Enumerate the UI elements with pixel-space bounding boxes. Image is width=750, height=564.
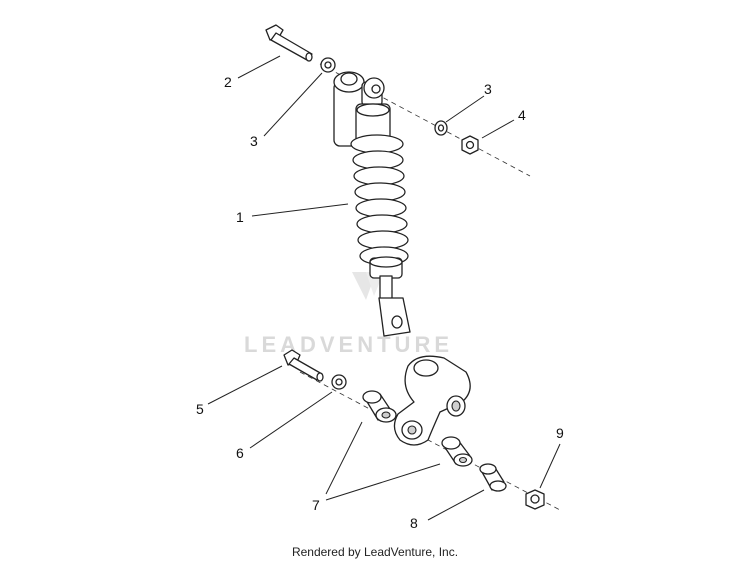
upper-nut (461, 135, 479, 155)
callout-1: 1 (236, 209, 244, 225)
lower-axis-line (299, 371, 561, 511)
lower-washer (331, 374, 347, 390)
callout-7: 7 (312, 497, 320, 513)
spacer (479, 463, 507, 492)
linkage-arm (393, 355, 471, 446)
upper-washer-right (434, 120, 448, 136)
callout-5: 5 (196, 401, 204, 417)
leader-lines (207, 55, 561, 521)
watermark: LEADVENTURE (244, 272, 453, 357)
callouts: 2 3 1 3 4 5 6 7 8 9 (196, 74, 564, 531)
callout-9: 9 (556, 425, 564, 441)
shock-absorber (333, 71, 411, 337)
lower-nut (525, 489, 545, 510)
callout-3-left: 3 (250, 133, 258, 149)
lower-bolt (283, 349, 324, 382)
footer-credit: Rendered by LeadVenture, Inc. (292, 545, 458, 559)
callout-3-right: 3 (484, 81, 492, 97)
callout-4: 4 (518, 107, 526, 123)
upper-washer-left (320, 57, 336, 73)
watermark-text: LEADVENTURE (244, 332, 453, 357)
bushing-right (441, 436, 473, 467)
callout-8: 8 (410, 515, 418, 531)
bushing-left (362, 390, 397, 423)
callout-6: 6 (236, 445, 244, 461)
callout-2: 2 (224, 74, 232, 90)
upper-bolt (265, 24, 313, 62)
